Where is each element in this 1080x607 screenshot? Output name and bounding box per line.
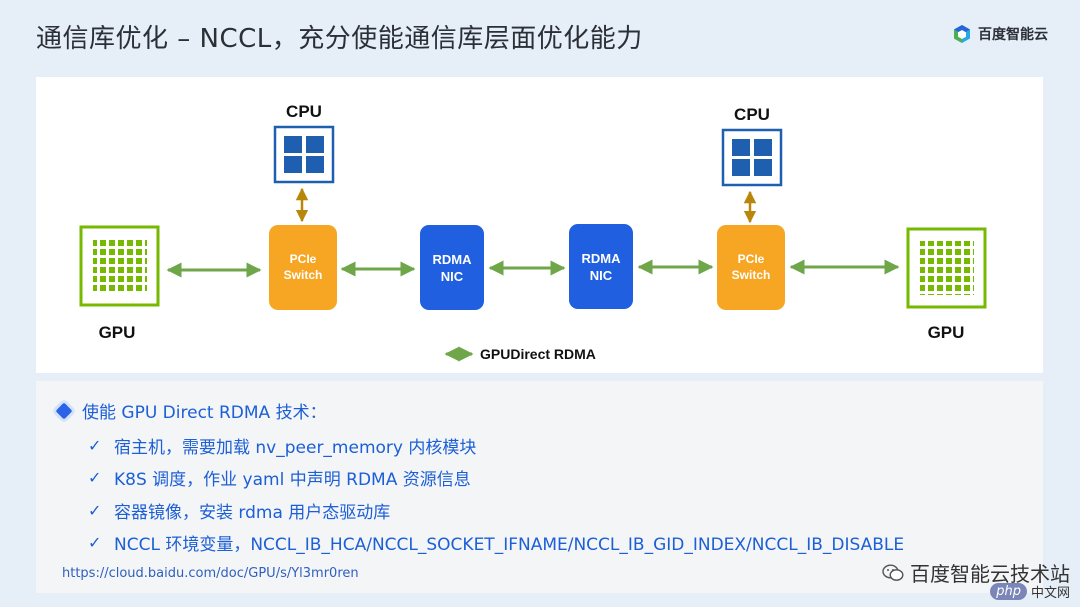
svg-text:RDMA: RDMA <box>433 252 473 267</box>
left-rdma-nic-box: RDMA NIC <box>420 225 484 310</box>
right-gpu-label: GPU <box>928 323 965 342</box>
left-gpu-chip-icon <box>79 225 160 307</box>
svg-text:RDMA: RDMA <box>582 251 622 266</box>
list-item-text: NCCL 环境变量，NCCL_IB_HCA/NCCL_SOCKET_IFNAME… <box>114 535 905 556</box>
left-gpu-label: GPU <box>99 323 136 342</box>
list-item: ✓ NCCL 环境变量，NCCL_IB_HCA/NCCL_SOCKET_IFNA… <box>88 527 904 560</box>
svg-text:Switch: Switch <box>732 268 771 282</box>
svg-text:PCIe: PCIe <box>738 252 765 266</box>
reference-link[interactable]: https://cloud.baidu.com/doc/GPU/s/Yl3mr0… <box>62 566 359 581</box>
check-icon: ✓ <box>88 468 102 488</box>
bullet-dot-icon <box>55 402 73 419</box>
right-cpu-chip-icon <box>721 128 783 187</box>
slide-title: 通信库优化 – NCCL，充分使能通信库层面优化能力 <box>36 24 643 54</box>
right-rdma-nic-box: RDMA NIC <box>569 224 633 309</box>
watermark-text: 百度智能云技术站 <box>910 562 1070 586</box>
left-pcie-switch-box: PCIe Switch <box>269 225 337 310</box>
list-item-text: K8S 调度，作业 yaml 中声明 RDMA 资源信息 <box>114 470 471 491</box>
svg-text:PCIe: PCIe <box>290 252 317 266</box>
bullet-panel: 使能 GPU Direct RDMA 技术： ✓ 宿主机，需要加载 nv_pee… <box>36 381 1043 593</box>
check-icon: ✓ <box>88 533 102 553</box>
bullet-heading: 使能 GPU Direct RDMA 技术： <box>55 398 327 423</box>
wechat-icon <box>882 563 904 581</box>
svg-text:NIC: NIC <box>590 268 613 283</box>
bullet-list: ✓ 宿主机，需要加载 nv_peer_memory 内核模块 ✓ K8S 调度，… <box>88 429 904 559</box>
right-cpu-label: CPU <box>734 105 770 124</box>
check-icon: ✓ <box>88 435 102 455</box>
list-item-text: 容器镜像，安装 rdma 用户态驱动库 <box>114 502 391 523</box>
legend-label: GPUDirect RDMA <box>480 346 596 362</box>
right-gpu-chip-icon <box>906 227 987 309</box>
list-item: ✓ 容器镜像，安装 rdma 用户态驱动库 <box>88 494 904 527</box>
watermark: 百度智能云技术站 <box>882 558 1070 587</box>
bullet-heading-text: 使能 GPU Direct RDMA 技术： <box>82 403 327 423</box>
baidu-cloud-logo-icon <box>954 25 970 43</box>
right-pcie-switch-box: PCIe Switch <box>717 225 785 310</box>
gpudirect-topology-diagram: GPU GPU CPU CPU <box>79 102 987 362</box>
php-logo: php <box>990 583 1027 600</box>
left-cpu-chip-icon <box>273 125 335 184</box>
left-cpu-label: CPU <box>286 102 322 121</box>
svg-text:Switch: Switch <box>284 268 323 282</box>
brand-name: 百度智能云 <box>978 27 1048 43</box>
list-item-text: 宿主机，需要加载 nv_peer_memory 内核模块 <box>114 437 477 458</box>
brand-logo: 百度智能云 <box>952 24 1048 44</box>
diagram-panel: GPU GPU CPU CPU <box>36 77 1043 373</box>
check-icon: ✓ <box>88 500 102 520</box>
list-item: ✓ 宿主机，需要加载 nv_peer_memory 内核模块 <box>88 429 904 462</box>
php-badge-text: 中文网 <box>1030 586 1070 601</box>
php-badge: php 中文网 <box>990 582 1070 601</box>
list-item: ✓ K8S 调度，作业 yaml 中声明 RDMA 资源信息 <box>88 462 904 495</box>
svg-text:NIC: NIC <box>441 269 464 284</box>
